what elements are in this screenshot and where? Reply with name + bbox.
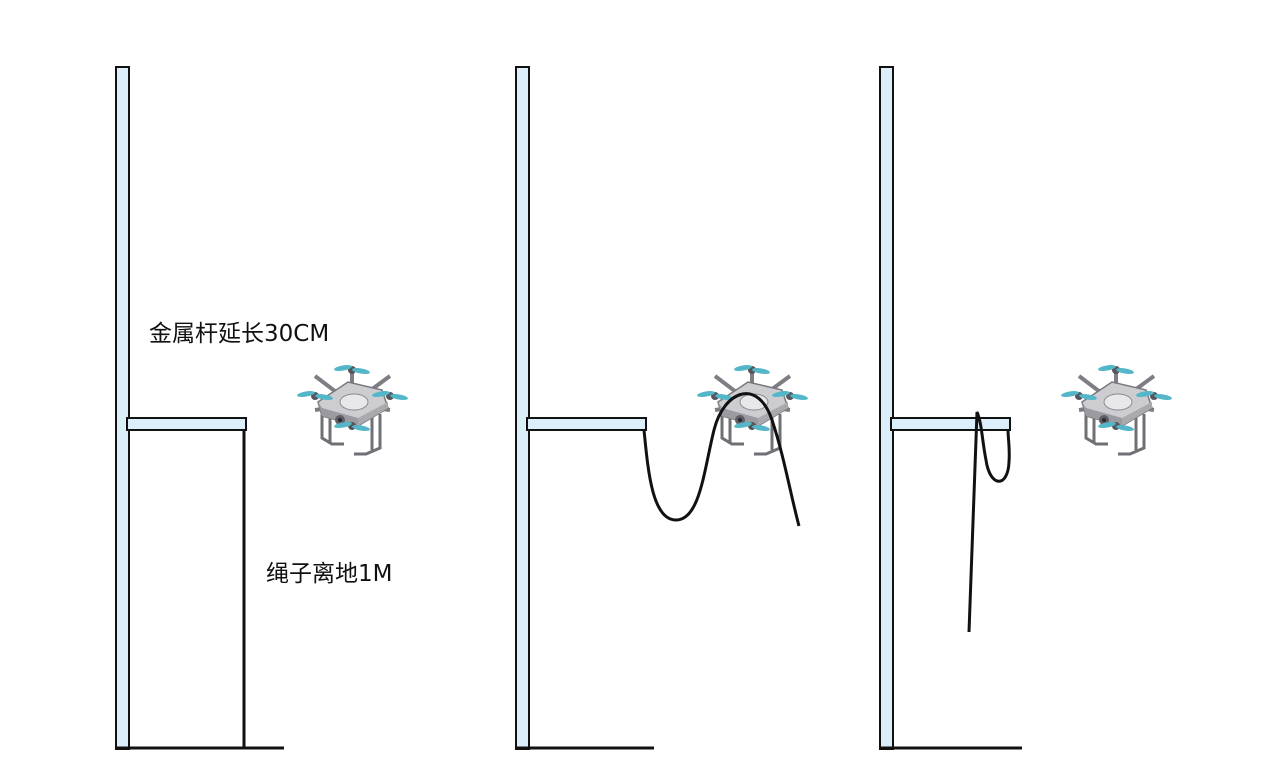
panel-3 <box>879 66 1175 750</box>
horizontal-rod <box>890 417 1011 431</box>
panel-1: 金属杆延长30CM 绳子离地1M <box>115 66 411 750</box>
vertical-pole <box>879 66 894 750</box>
drone-icon <box>294 361 411 456</box>
drone-icon <box>1058 361 1175 456</box>
rod-extension-label: 金属杆延长30CM <box>149 321 329 347</box>
panel-2 <box>515 66 811 750</box>
rope-looped-on-rod <box>967 411 1011 633</box>
vertical-pole <box>515 66 530 750</box>
vertical-pole <box>115 66 130 750</box>
horizontal-rod <box>526 417 647 431</box>
horizontal-rod <box>126 417 247 431</box>
rope-height-label: 绳子离地1M <box>266 561 392 587</box>
rope-caught-on-drone <box>642 392 801 527</box>
drone-icon <box>694 361 811 456</box>
